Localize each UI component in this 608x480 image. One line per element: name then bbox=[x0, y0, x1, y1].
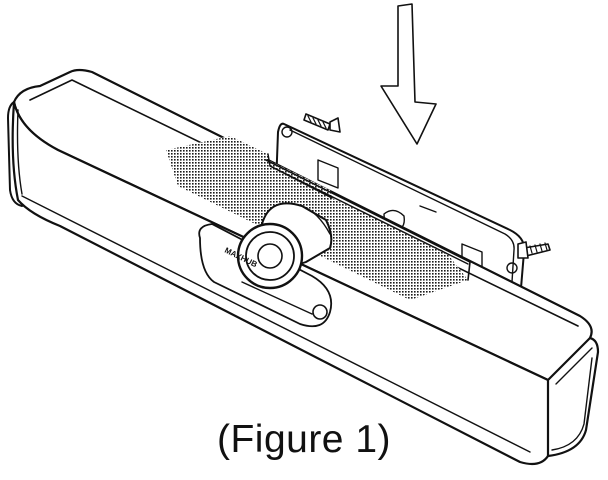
camera-lens bbox=[236, 202, 333, 290]
screw-right-icon bbox=[517, 241, 551, 259]
screw-left-icon bbox=[303, 113, 341, 133]
figure-caption: (Figure 1) bbox=[216, 418, 392, 461]
down-arrow-icon bbox=[380, 3, 437, 145]
